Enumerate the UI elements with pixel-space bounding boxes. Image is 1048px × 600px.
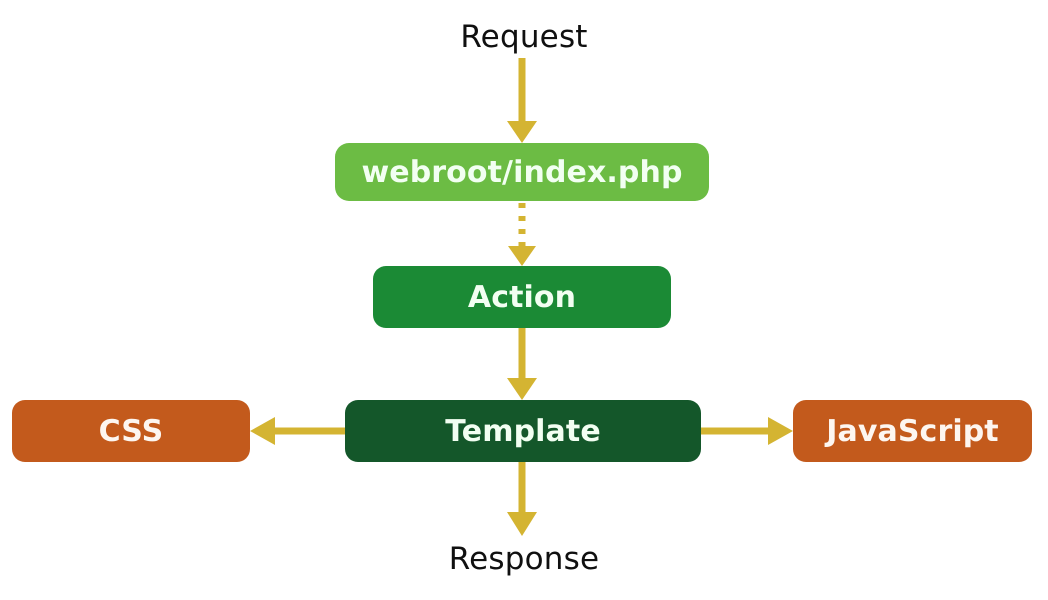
edge-template-to-response [507,462,537,536]
edge-template-to-javascript [701,417,793,445]
edge-webroot-to-action [508,203,536,266]
node-action[interactable]: Action [373,266,671,328]
edge-request-to-webroot [507,58,537,143]
node-webroot-index-php[interactable]: webroot/index.php [335,143,709,201]
request-label: Request [460,19,588,55]
node-javascript[interactable]: JavaScript [793,400,1032,462]
edge-action-to-template [507,328,537,400]
response-label: Response [448,541,600,577]
node-template[interactable]: Template [345,400,701,462]
edge-template-to-css [250,417,345,445]
node-css[interactable]: CSS [12,400,250,462]
